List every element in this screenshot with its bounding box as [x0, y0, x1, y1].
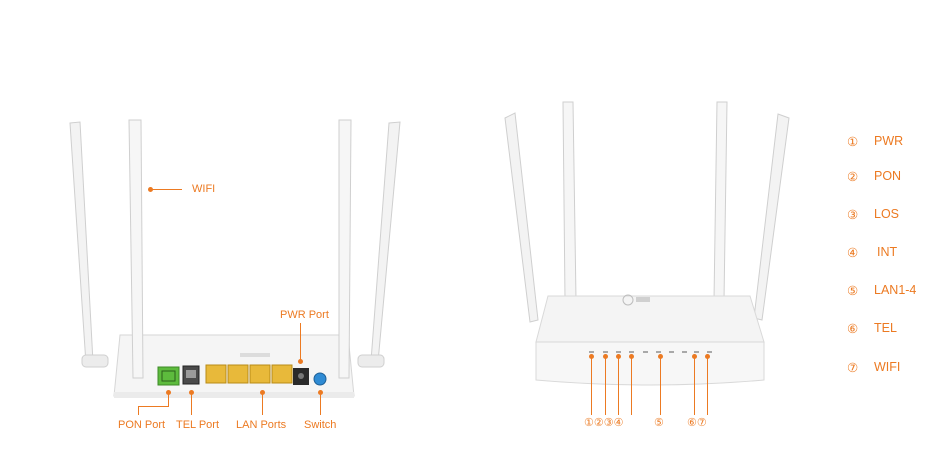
- pon-port-label: PON Port: [118, 419, 166, 431]
- pon-port-callout-line-v2: [138, 406, 139, 415]
- led-2-callout-dot: [603, 354, 608, 359]
- antenna-inner-left: [128, 119, 144, 379]
- led-6-callout-dot: [692, 354, 697, 359]
- led-2-callout-line: [605, 358, 606, 415]
- wifi-callout-dot: [148, 187, 153, 192]
- pwr-port-callout-dot: [298, 359, 303, 364]
- pon-port: [157, 366, 180, 386]
- legend-label-los: LOS: [874, 207, 900, 221]
- power-switch: [313, 372, 327, 386]
- tel-port-callout-dot: [189, 390, 194, 395]
- legend-label-pwr: PWR: [874, 134, 904, 148]
- legend-label-tel: TEL: [874, 321, 897, 335]
- led-5-callout-line: [660, 358, 661, 415]
- led-6-callout-line: [694, 358, 695, 415]
- legend-num-lan: ⑤: [847, 284, 859, 298]
- legend-num-pon: ②: [847, 170, 859, 184]
- led-7-callout-line: [707, 358, 708, 415]
- legend-label-int: INT: [877, 245, 898, 259]
- antenna-front-outer-left: [504, 112, 539, 323]
- legend-label-pon: PON: [874, 169, 902, 183]
- tel-port-callout-line: [191, 394, 192, 415]
- lan-ports-callout-dot: [260, 390, 265, 395]
- legend-label-lan: LAN1-4: [874, 283, 917, 297]
- antenna-inner-right: [338, 119, 352, 379]
- legend-num-int: ④: [847, 246, 859, 260]
- led-number-5: ⑤: [654, 417, 664, 429]
- lan-ports-callout-line: [262, 394, 263, 415]
- tel-port: [182, 365, 200, 385]
- pon-port-callout-line-v: [168, 394, 169, 406]
- led-3-callout-line: [618, 358, 619, 415]
- wifi-callout-line: [152, 189, 182, 190]
- antenna-outer-right: [357, 121, 401, 368]
- pon-port-callout-line-h: [138, 406, 169, 407]
- antenna-outer-left: [69, 121, 109, 368]
- legend-num-pwr: ①: [847, 135, 859, 149]
- led-3-callout-dot: [616, 354, 621, 359]
- led-5-callout-dot: [658, 354, 663, 359]
- router-body-front: [535, 294, 765, 386]
- router-leds: [589, 351, 712, 353]
- antenna-front-outer-right: [753, 113, 790, 321]
- switch-callout-dot: [318, 390, 323, 395]
- switch-callout-line: [320, 394, 321, 415]
- lan-ports: [205, 364, 293, 384]
- lan-ports-label: LAN Ports: [236, 419, 287, 431]
- switch-label: Switch: [304, 419, 337, 431]
- legend-num-los: ③: [847, 208, 859, 222]
- pwr-port-label: PWR Port: [280, 309, 329, 321]
- led-numbers-1-4: ①②③④: [584, 417, 624, 429]
- led-1-callout-dot: [589, 354, 594, 359]
- led-4-callout-dot: [629, 354, 634, 359]
- legend-num-wifi: ⑦: [847, 361, 859, 375]
- led-7-callout-dot: [705, 354, 710, 359]
- led-4-callout-line: [631, 358, 632, 415]
- pwr-port-callout-line: [300, 323, 301, 361]
- antenna-front-inner-right: [713, 101, 728, 301]
- wifi-label: WIFI: [192, 183, 216, 195]
- power-jack: [293, 368, 309, 385]
- antenna-front-inner-left: [562, 101, 577, 301]
- pon-port-callout-dot: [166, 390, 171, 395]
- tel-port-label: TEL Port: [176, 419, 219, 431]
- led-numbers-6-7: ⑥⑦: [687, 417, 707, 429]
- legend-num-tel: ⑥: [847, 322, 859, 336]
- led-1-callout-line: [591, 358, 592, 415]
- legend-label-wifi: WIFI: [874, 360, 901, 374]
